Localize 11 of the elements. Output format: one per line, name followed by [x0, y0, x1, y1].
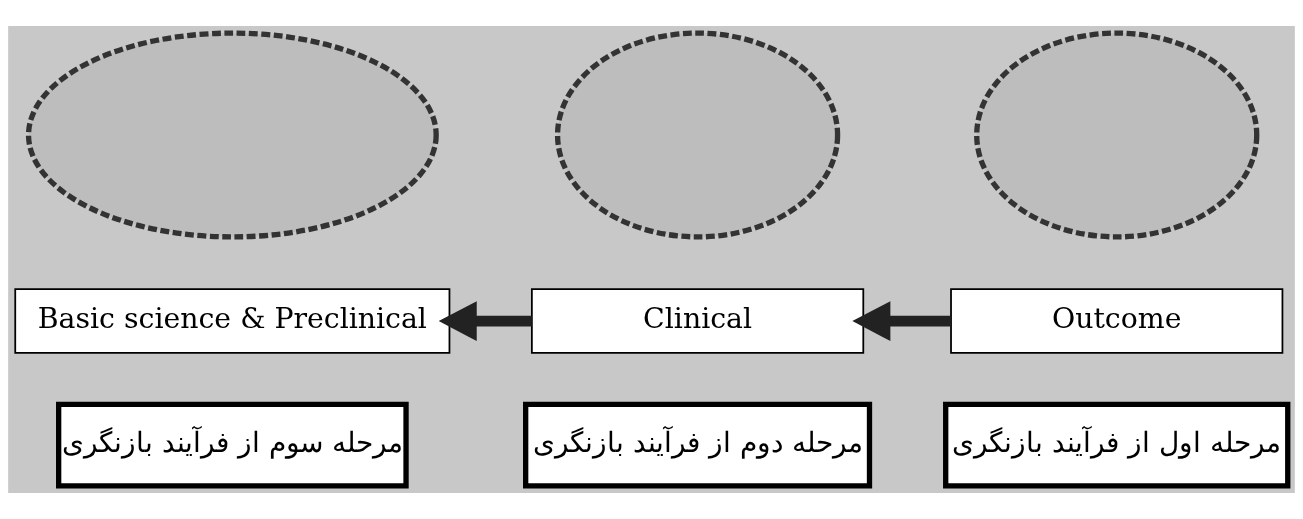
arrow	[852, 301, 951, 342]
node-box: Outcome	[950, 288, 1284, 354]
node-box: مرحله سوم از فرآیند بازنگری	[56, 401, 409, 489]
node-ellipse	[25, 30, 439, 240]
node-box: Basic science & Preclinical	[14, 288, 451, 354]
node-box: Clinical	[531, 288, 865, 354]
node-ellipse	[554, 30, 841, 240]
node-ellipse	[974, 30, 1260, 240]
node-box: مرحله دوم از فرآیند بازنگری	[523, 401, 873, 489]
arrow	[438, 301, 532, 342]
node-box: مرحله اول از فرآیند بازنگری	[943, 401, 1291, 489]
